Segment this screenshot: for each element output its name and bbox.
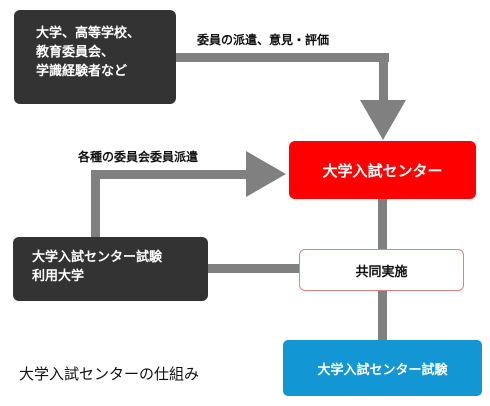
connector-stakeholders-horizontal bbox=[176, 53, 389, 62]
universities-line-2: 利用大学 bbox=[32, 269, 85, 284]
exam-center-label: 大学入試センター bbox=[322, 161, 443, 180]
connector-universities-to-joint bbox=[208, 264, 299, 273]
dispatch-opinion-label: 委員の派遣、意見・評価 bbox=[197, 33, 330, 47]
exam-center-box: 大学入試センター bbox=[289, 141, 476, 199]
joint-implementation-label: 共同実施 bbox=[355, 264, 408, 280]
arrowhead-down-to-center bbox=[360, 100, 406, 140]
universities-line-1: 大学入試センター試験 bbox=[32, 250, 163, 265]
stakeholders-line-2: 教育委員会、 bbox=[36, 45, 115, 60]
diagram-caption: 大学入試センターの仕組み bbox=[19, 365, 200, 383]
connector-universities-vertical bbox=[91, 170, 100, 238]
stakeholders-box: 大学、高等学校、 教育委員会、 学識経験者など bbox=[14, 10, 176, 104]
committee-dispatch-label: 各種の委員会委員派遣 bbox=[78, 150, 199, 164]
connector-center-to-joint bbox=[378, 199, 387, 249]
connector-joint-to-exam bbox=[378, 291, 387, 340]
center-exam-box: 大学入試センター試験 bbox=[283, 340, 482, 396]
connector-stakeholders-vertical bbox=[379, 53, 388, 103]
arrowhead-right-to-center bbox=[246, 151, 286, 197]
center-exam-label: 大学入試センター試験 bbox=[317, 362, 448, 378]
connector-universities-horizontal bbox=[91, 170, 249, 179]
joint-implementation-box: 共同実施 bbox=[299, 249, 464, 291]
participating-universities-box: 大学入試センター試験 利用大学 bbox=[13, 237, 208, 301]
stakeholders-line-3: 学識経験者など bbox=[36, 64, 128, 79]
stakeholders-line-1: 大学、高等学校、 bbox=[36, 26, 141, 41]
